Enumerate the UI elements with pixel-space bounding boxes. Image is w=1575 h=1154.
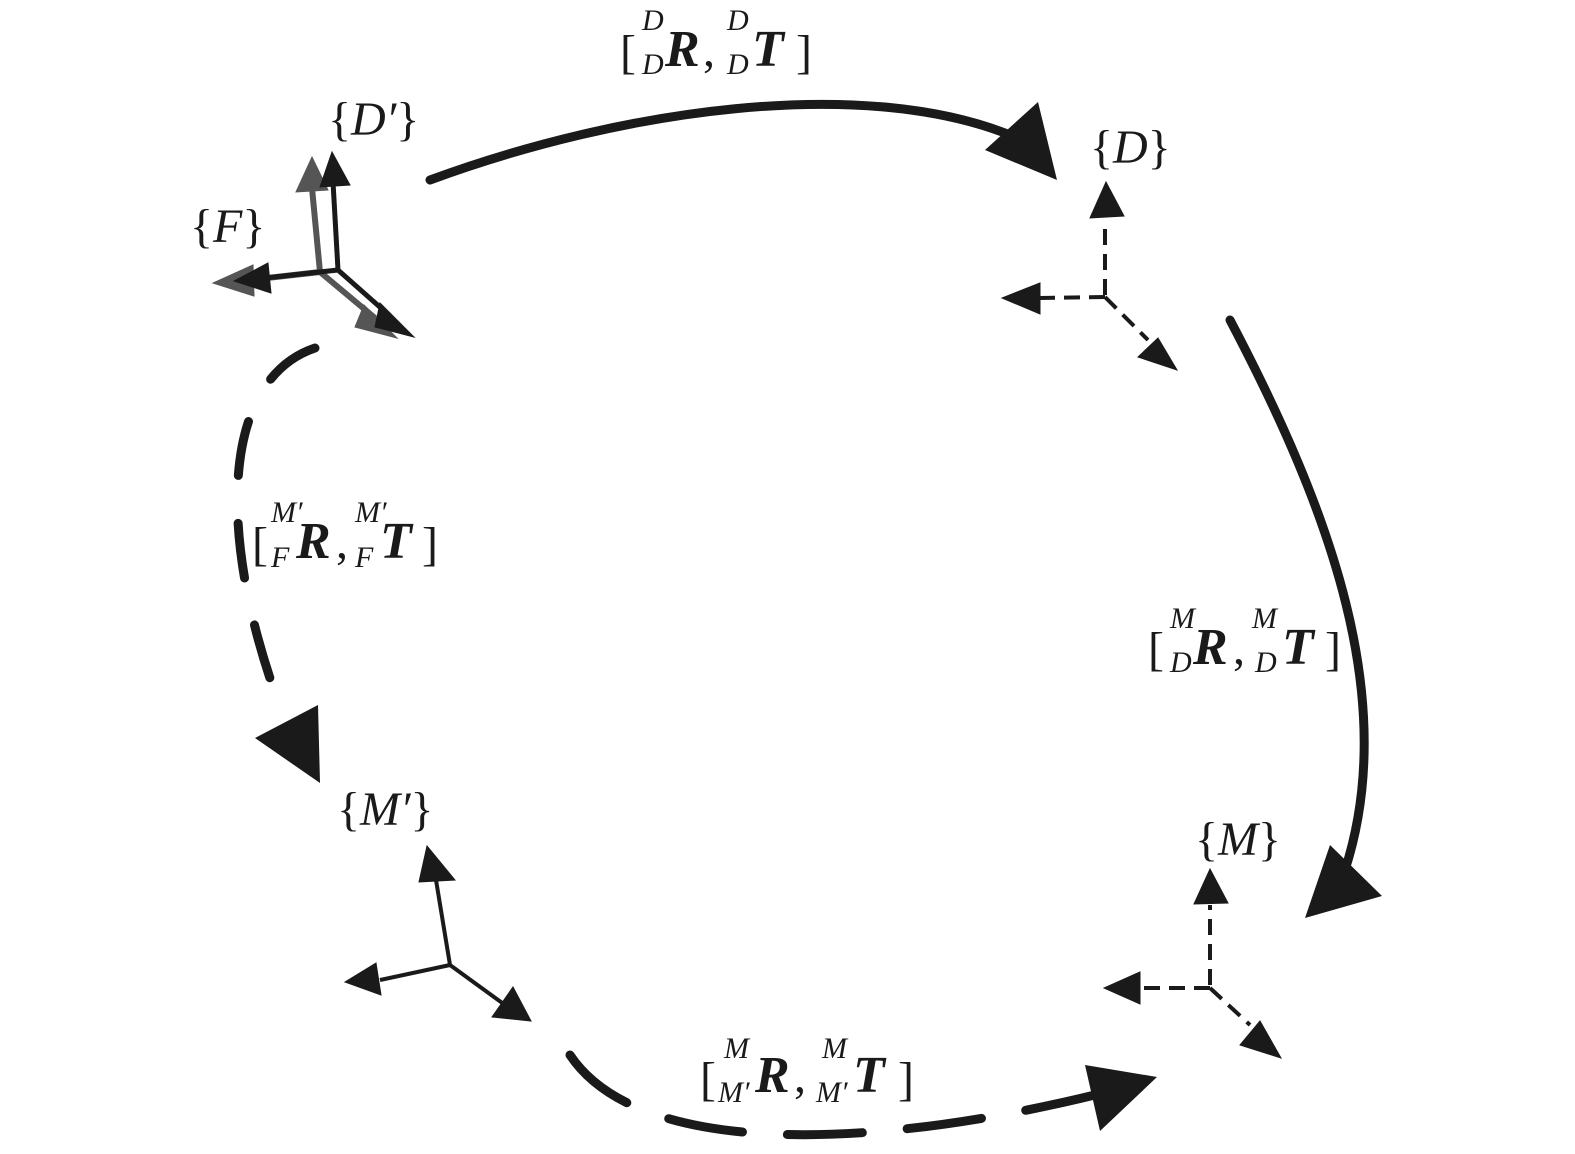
transform-left-sup-r: M′ (270, 496, 303, 529)
transform-left-translation: T (380, 513, 414, 570)
svg-text:,: , (794, 1050, 806, 1103)
transform-bottom-sup-r: M (723, 1032, 751, 1065)
transform-top-sub-t: D (726, 48, 749, 81)
transform-top-translation: T (752, 21, 786, 78)
frame-label-d: {D} (1090, 121, 1171, 174)
svg-text:]: ] (1325, 623, 1341, 676)
frame-label-m-prime: {M′} (337, 783, 434, 836)
transform-right-translation: T (1282, 619, 1316, 676)
transform-left-sub-t: F (354, 541, 374, 574)
transform-left-sub-r: F (270, 541, 290, 574)
transform-left-sup-t: M′ (354, 496, 387, 529)
transform-right-sub-r: D (1169, 646, 1192, 679)
svg-text:]: ] (898, 1053, 914, 1106)
transform-bottom-rotation: R (754, 1047, 790, 1104)
frame-d-axes (1000, 180, 1179, 371)
transform-bottom-sub-t: M′ (815, 1076, 848, 1109)
transform-right-sup-r: M (1169, 602, 1197, 635)
transform-right-rotation: R (1192, 619, 1228, 676)
svg-text:,: , (1233, 622, 1245, 675)
transform-top-sup-r: D (641, 4, 664, 37)
transform-left-rotation: R (295, 513, 331, 570)
frame-m-prime-axes (343, 844, 532, 1022)
arrow-d-to-m (1225, 315, 1382, 918)
transform-bottom-translation: T (853, 1047, 887, 1104)
frame-m-axes (1102, 867, 1283, 1059)
transform-right-sub-t: D (1254, 646, 1277, 679)
svg-text:[: [ (620, 26, 636, 79)
arrow-f-to-m-prime (232, 343, 320, 783)
svg-text:,: , (703, 24, 715, 77)
svg-text:[: [ (252, 518, 268, 571)
svg-text:]: ] (796, 26, 812, 79)
transform-top-rotation: R (664, 21, 700, 78)
transform-top-sub-r: D (641, 48, 664, 81)
transform-label-bottom: [ M M′ R , M M′ T ] (700, 1032, 914, 1109)
frame-label-f: {F} (190, 200, 265, 253)
frame-d-prime-f-axes (211, 150, 416, 339)
transform-top-sup-t: D (726, 4, 749, 37)
frame-label-m: {M} (1195, 813, 1281, 866)
transform-label-right: [ M D R , M D T ] (1148, 602, 1341, 679)
svg-text:[: [ (700, 1053, 716, 1106)
svg-text:]: ] (422, 518, 438, 571)
transform-label-top: [ D D R , D D T ] (620, 4, 812, 81)
svg-text:,: , (336, 516, 348, 569)
arrow-d-prime-to-d (425, 99, 1057, 185)
transform-right-sup-t: M (1251, 602, 1279, 635)
transform-bottom-sub-r: M′ (717, 1076, 750, 1109)
transform-label-left: [ M′ F R , M′ F T ] (252, 496, 438, 574)
svg-text:[: [ (1148, 623, 1164, 676)
frame-label-d-prime: {D′} (328, 93, 419, 146)
transform-bottom-sup-t: M (821, 1032, 849, 1065)
arrow-m-prime-to-m (565, 1050, 1157, 1140)
frame-d-prime-axes (232, 150, 416, 338)
